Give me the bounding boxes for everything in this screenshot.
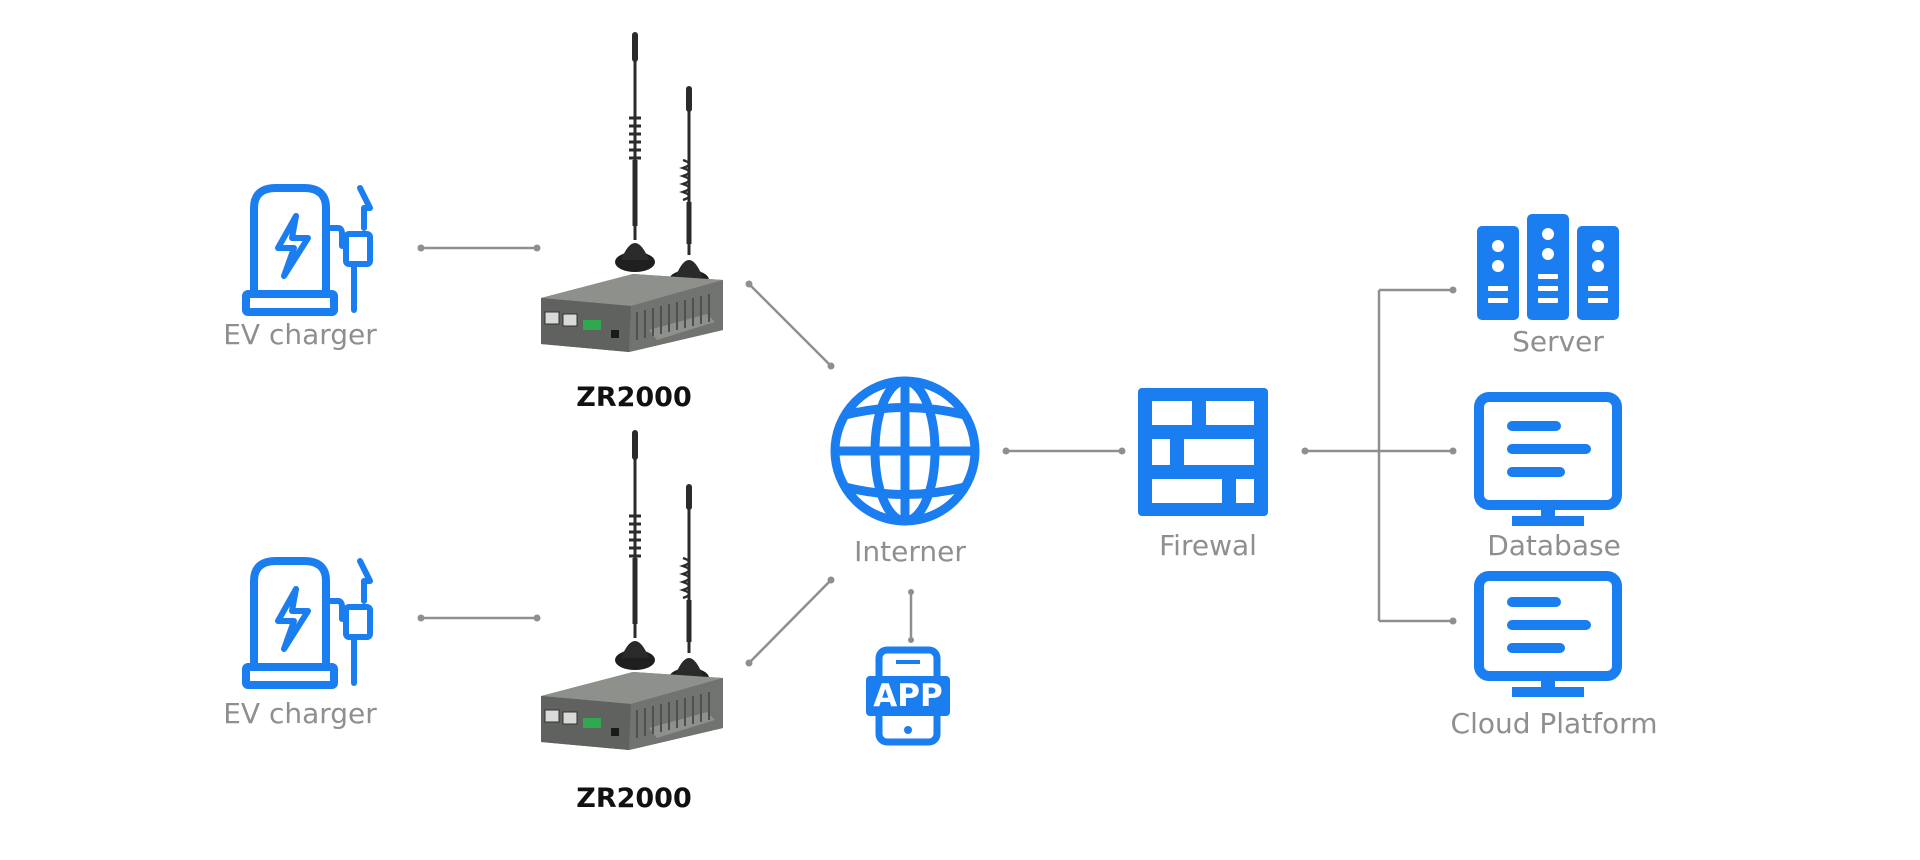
connector-internet-to-firewall	[1002, 447, 1126, 455]
antenna-icon	[615, 32, 655, 272]
globe-icon	[830, 376, 980, 526]
server-rack-icon	[1477, 214, 1619, 320]
connector-router-top-to-internet	[745, 280, 835, 370]
ev-charger-label-top: EV charger	[223, 318, 377, 351]
connector-ev-top-to-router-top	[417, 244, 541, 252]
server-label: Server	[1512, 325, 1604, 358]
router-device-bottom	[541, 430, 723, 750]
connector-internet-to-app	[908, 589, 914, 643]
connectors	[417, 244, 1457, 667]
router-device-top	[541, 32, 723, 352]
ev-charger-label-bottom: EV charger	[223, 697, 377, 730]
ev-charger-icon	[242, 184, 373, 316]
antenna-icon	[669, 484, 709, 688]
connector-router-bottom-to-internet	[745, 576, 835, 667]
router-model-label-bottom: ZR2000	[576, 783, 692, 814]
firewall-icon	[1138, 388, 1268, 516]
app-label: APP	[873, 678, 942, 714]
monitor-icon	[1474, 392, 1622, 526]
mobile-phone-icon: APP	[866, 646, 950, 746]
ev-charger-icon	[242, 557, 373, 689]
firewall-label: Firewal	[1159, 529, 1257, 562]
connector-ev-bottom-to-router-bottom	[417, 614, 541, 622]
monitor-icon	[1474, 571, 1622, 697]
antenna-icon	[669, 86, 709, 290]
connector-firewall-to-backend	[1301, 286, 1457, 625]
database-label: Database	[1487, 529, 1621, 562]
antenna-icon	[615, 430, 655, 670]
router-model-label-top: ZR2000	[576, 382, 692, 413]
internet-label: Interner	[854, 535, 966, 568]
cloud-platform-label: Cloud Platform	[1450, 707, 1658, 740]
